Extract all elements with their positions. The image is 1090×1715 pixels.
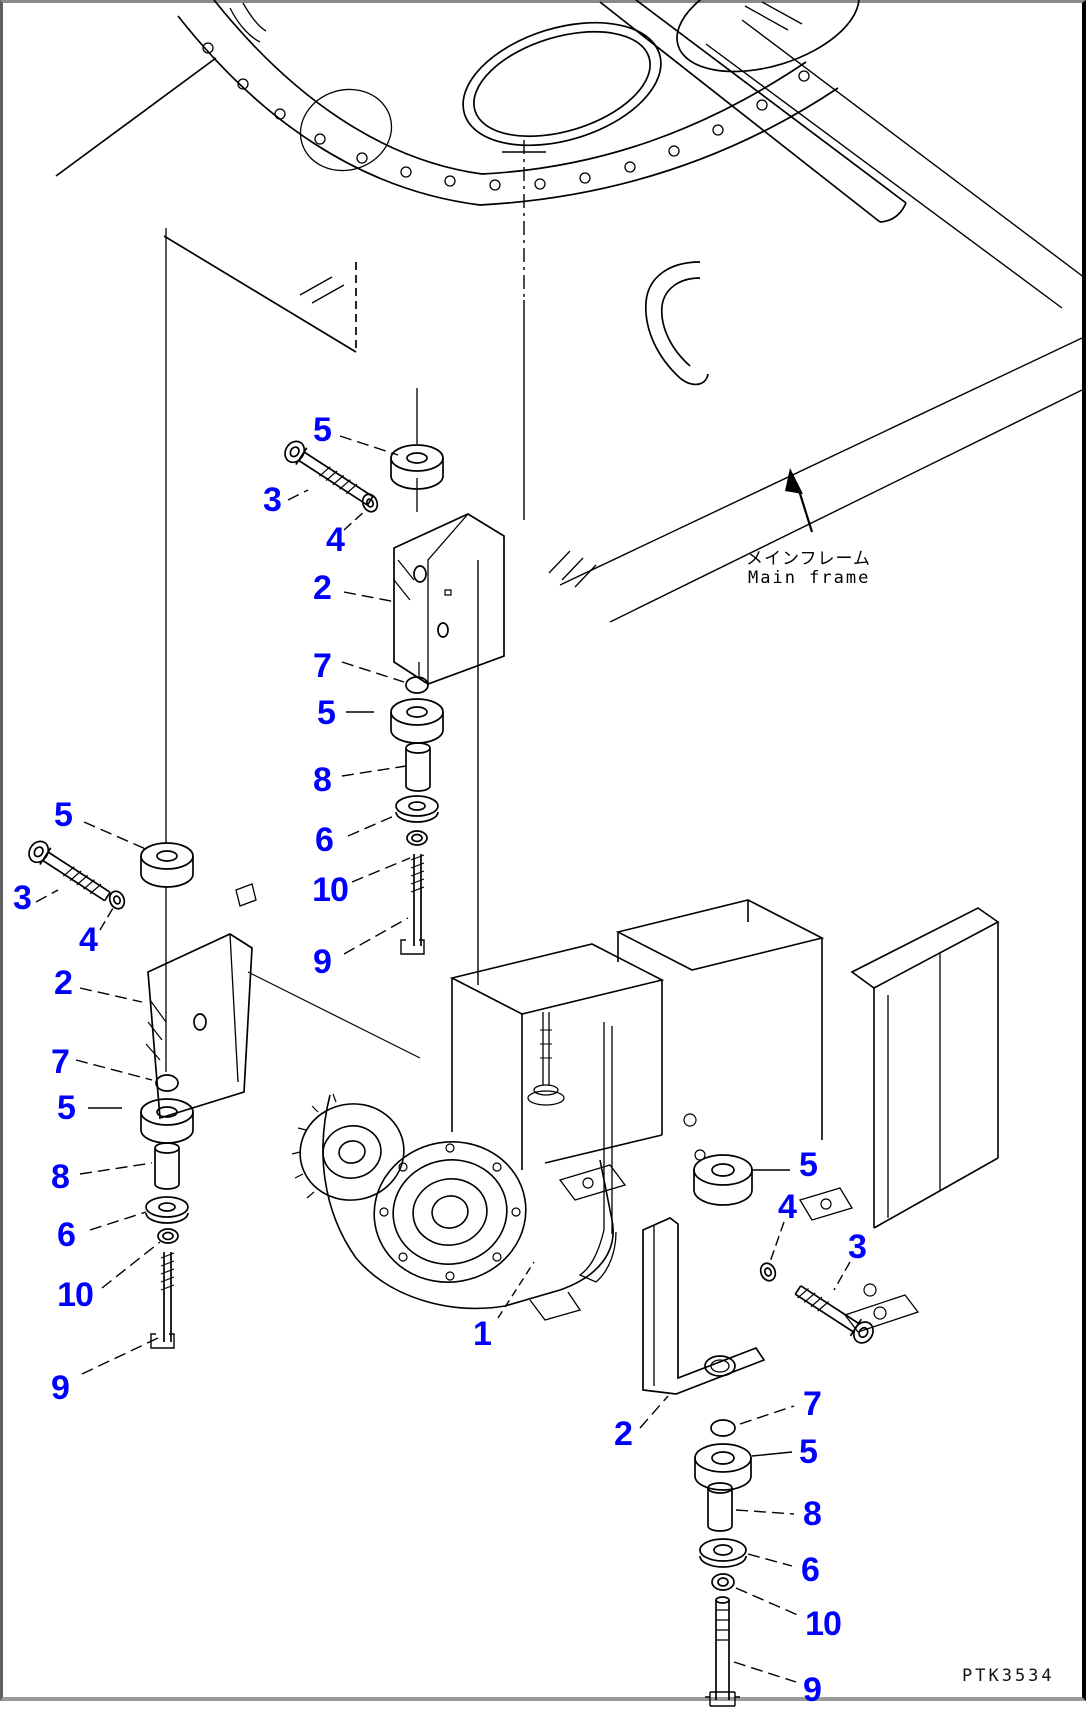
callout-center-mount-4: 4 [326,521,345,559]
callout-center-mount-6: 6 [315,821,334,859]
stud-icon [705,1596,740,1707]
bolt-icon [28,840,111,902]
callout-left-mount-5: 5 [57,1089,76,1127]
washer-icon [145,1196,189,1224]
cushion-icon [140,1098,194,1144]
lock-washer-icon [711,1573,735,1591]
callout-left-mount-8: 8 [51,1158,70,1196]
bolt-icon [794,1285,874,1344]
cushion-icon [693,1154,753,1206]
callout-right-mount-9: 9 [803,1671,822,1709]
stud-icon [150,1252,175,1349]
callout-center-mount-8: 8 [313,761,332,799]
snap-ring-icon [405,676,429,694]
transfer-case-drawing [291,899,1000,1333]
washer-icon [108,890,126,910]
spacer-icon [154,1142,180,1190]
callout-center-mount-9: 9 [313,943,332,981]
main-frame-outline [55,0,1086,623]
leader-line [497,1261,535,1319]
callout-center-mount-2: 2 [313,569,332,607]
callout-right-mount-7: 7 [803,1385,822,1423]
lock-washer-icon [406,830,428,846]
lock-washer-icon [157,1228,179,1244]
cushion-icon [390,444,444,490]
cushion-icon [390,698,444,744]
callout-right-mount-10: 10 [805,1605,842,1643]
main-frame-label-en: Main frame [748,568,871,588]
drawing-code: PTK3534 [962,1666,1055,1686]
callout-left-mount-9: 9 [51,1369,70,1407]
callout-left-mount-2: 2 [54,964,73,1002]
callout-left-mount-10: 10 [57,1276,94,1314]
right-mount-assembly [639,1154,874,1707]
left-mount-assembly [28,228,421,1375]
callout-transfer-case-1: 1 [473,1315,492,1353]
bolt-icon [284,440,374,506]
callout-right-mount-2: 2 [614,1415,633,1453]
deck-openings [299,0,860,172]
washer-icon [395,795,439,823]
callout-left-mount-4: 4 [79,921,98,959]
callout-left-mount-3: 3 [13,879,32,917]
ring-bolt-holes [202,42,810,191]
callout-left-mount-5: 5 [54,796,73,834]
spacer-icon [707,1482,733,1532]
center-mount-assembly [284,388,505,985]
washer-icon [361,493,379,513]
callout-right-mount-5: 5 [799,1433,818,1471]
washer-icon [759,1262,777,1282]
snap-ring-icon [155,1074,179,1092]
callout-center-mount-10: 10 [312,871,349,909]
leader-lines [639,1169,851,1683]
callout-right-mount-4: 4 [778,1188,797,1226]
main-frame-arrow [785,468,814,533]
callout-left-mount-6: 6 [57,1216,76,1254]
callout-right-mount-6: 6 [801,1551,820,1589]
callout-center-mount-5: 5 [317,694,336,732]
leader-lines [287,435,411,955]
callout-center-mount-3: 3 [263,481,282,519]
callout-right-mount-3: 3 [848,1228,867,1266]
bracket-icon [393,513,505,685]
main-frame-label-jp: メインフレーム [746,549,871,569]
washer-icon [699,1538,747,1568]
gear-boss [291,1093,405,1201]
callout-center-mount-7: 7 [313,647,332,685]
output-flange [373,1141,527,1283]
callout-left-mount-7: 7 [51,1043,70,1081]
snap-ring-icon [710,1419,736,1437]
callout-right-mount-8: 8 [803,1495,822,1533]
cushion-icon [694,1443,752,1491]
leader-lines [35,821,161,1375]
callout-center-mount-5: 5 [313,411,332,449]
stud-icon [400,854,425,955]
bracket-icon [145,883,421,1120]
callout-right-mount-5: 5 [799,1146,818,1184]
bracket-icon [642,1217,766,1395]
spacer-icon [405,742,431,792]
cushion-icon [140,842,194,888]
